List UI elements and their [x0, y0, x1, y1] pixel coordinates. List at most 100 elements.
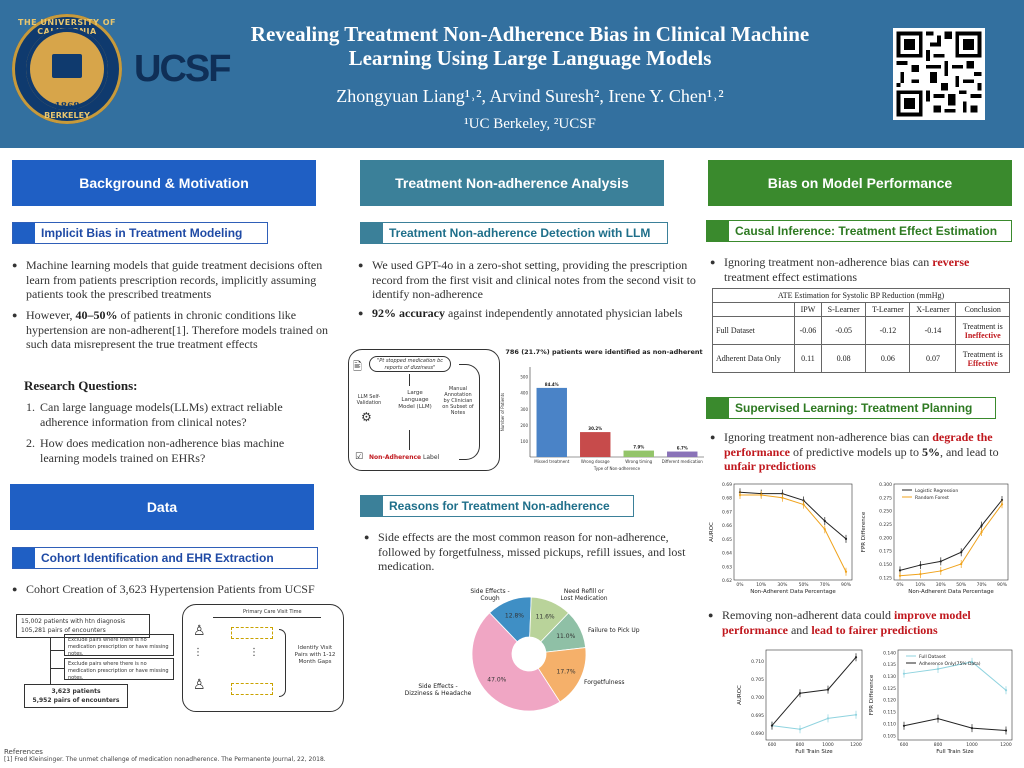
pie-category-label: Cough	[480, 595, 499, 602]
y-tick-label: 200	[520, 423, 528, 428]
data-point	[902, 724, 906, 727]
pie-category-label: Side Effects -	[418, 683, 457, 690]
subsection-causal-title: Causal Inference: Treatment Effect Estim…	[735, 224, 998, 238]
data-point	[781, 496, 784, 499]
patient-icon: ♙	[193, 623, 206, 639]
x-tick-label: 50%	[956, 582, 967, 588]
x-tick-label: 1000	[966, 742, 978, 748]
data-point	[738, 493, 742, 497]
y-tick-label: 0.130	[883, 674, 896, 680]
flow-line	[50, 638, 51, 684]
bar-data-label: 7.9%	[633, 445, 644, 450]
x-tick-label: Different medication	[662, 459, 704, 464]
y-tick-label: 0.64	[722, 551, 732, 557]
subsection-marker	[707, 221, 729, 241]
subsection-marker	[13, 223, 35, 243]
pie-pct-label: 11.6%	[536, 613, 555, 620]
title-line-2: Learning Using Large Language Models	[348, 46, 712, 70]
x-axis-label: Full Train Size	[795, 749, 833, 755]
x-axis-label: Type of Non-adherence	[593, 466, 641, 471]
x-tick-label: 1200	[1000, 742, 1012, 748]
research-questions-title: Research Questions:	[24, 378, 138, 393]
y-tick-label: 0.135	[883, 662, 896, 668]
y-tick-label: 300	[520, 407, 528, 412]
y-tick-label: 100	[520, 439, 528, 444]
legend-label: Logistic Regression	[915, 488, 958, 494]
ate-header-s: S-Learner	[820, 302, 867, 317]
data-point	[844, 537, 848, 540]
subsection-detection-llm: Treatment Non-adherence Detection with L…	[360, 222, 668, 244]
section-nonadherence-analysis: Treatment Non-adherence Analysis	[360, 160, 664, 206]
nonadherence-label: Non-Adherence Label	[369, 454, 439, 461]
ate-cell: 0.06	[865, 344, 911, 373]
data-point	[898, 569, 902, 572]
bar	[580, 432, 611, 457]
qr-code-graphic	[893, 28, 985, 120]
ate-table: ATE Estimation for Systolic BP Reduction…	[712, 288, 1010, 373]
y-tick-label: 0.63	[722, 564, 732, 570]
ate-header-empty	[712, 302, 795, 317]
conclusion-red: Ineffective	[964, 330, 1001, 340]
bullet-non-adherent: However, 40–50% of patients in chronic c…	[12, 308, 334, 352]
pie-chart-container: 12.8%11.6%11.0%17.7%47.0%Side Effects -C…	[398, 584, 658, 714]
seal-year: 1868	[54, 102, 80, 112]
y-tick-label: 0.67	[722, 509, 732, 515]
ate-cell: 0.08	[820, 344, 867, 373]
plot-frame	[733, 483, 853, 581]
uc-berkeley-seal: THE UNIVERSITY OF CALIFORNIA 1868 BERKEL…	[12, 14, 122, 124]
y-tick-label: 0.700	[751, 695, 764, 701]
series-line	[740, 494, 847, 572]
data-point	[798, 692, 802, 695]
fpr-vs-nonadherent-chart: 0.1250.1500.1750.2000.2250.2500.2750.300…	[861, 482, 1009, 595]
series-line	[771, 656, 857, 726]
diagram-arrow	[409, 374, 410, 386]
data-point	[960, 562, 963, 566]
y-tick-label: 0.200	[879, 535, 892, 541]
plot-frame	[893, 483, 1009, 581]
bullet-gpt4o: We used GPT-4o in a zero-shot setting, p…	[358, 258, 702, 302]
y-tick-label: 0.225	[879, 522, 892, 528]
pie-category-label: Forgetfulness	[584, 679, 624, 686]
nonadherence-bar-chart: 786 (21.7%) patients were identified as …	[500, 348, 704, 471]
data-point	[936, 717, 940, 720]
flow-box-end-line1: 3,623 patients	[51, 688, 101, 695]
data-point	[802, 499, 805, 502]
bullet-text: against independently annotated physicia…	[444, 306, 683, 320]
y-tick-label: 0.175	[879, 549, 892, 555]
ate-header-conclusion: Conclusion	[955, 302, 1010, 317]
document-icon: 🖹	[353, 360, 362, 373]
ate-cell: 0.11	[793, 344, 822, 373]
data-point	[823, 528, 826, 531]
x-tick-label: Wrong dosage	[581, 459, 610, 464]
qr-code-icon[interactable]	[893, 28, 985, 120]
manual-annotation: Manual Annotation by Clinician on Subset…	[442, 386, 474, 416]
fpr-vs-trainsize-chart: 0.1050.1100.1150.1200.1250.1300.1350.140…	[869, 649, 1013, 755]
y-tick-label: 0.140	[883, 650, 896, 656]
llm-self-validation: LLM Self-Validation	[356, 394, 382, 406]
ucsf-logo: UCSF	[134, 48, 231, 90]
x-tick-label: Wrong timing	[625, 459, 652, 464]
x-tick-label: 30%	[936, 582, 947, 588]
data-point	[826, 717, 830, 720]
rq-1: 1.Can large language models(LLMs) extrac…	[26, 400, 316, 429]
label-red: Non-Adherence	[369, 454, 422, 461]
bullet-text: , and lead to	[939, 444, 999, 459]
ate-cell: -0.05	[820, 316, 867, 345]
subsection-marker	[707, 398, 729, 418]
bullet-text: Ignoring treatment non-adherence bias ca…	[724, 255, 933, 269]
ate-cell: -0.06	[793, 316, 822, 345]
bar-data-label: 84.4%	[545, 382, 559, 387]
y-axis-label: AUROC	[709, 522, 715, 542]
series-line	[903, 718, 1007, 732]
visit-pair-box	[231, 627, 273, 639]
flow-box-end: 3,623 patients 5,952 pairs of encounters	[24, 684, 128, 708]
y-tick-label: 0.300	[879, 482, 892, 488]
data-point	[760, 493, 763, 497]
bullet-red: unfair predictions	[724, 459, 816, 474]
bullet-bold: 92% accuracy	[372, 306, 445, 320]
x-tick-label: 10%	[915, 582, 926, 588]
